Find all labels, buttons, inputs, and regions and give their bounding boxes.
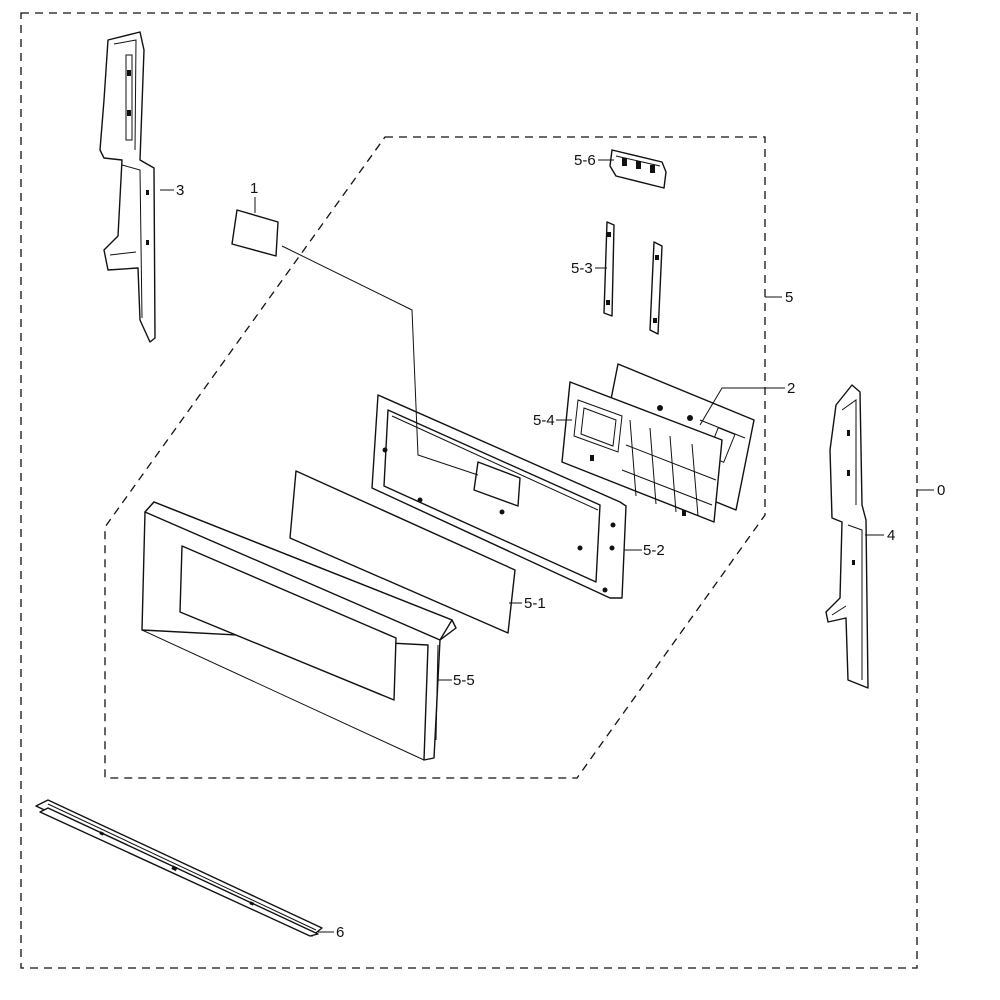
assembly-0-boundary (20, 12, 918, 969)
callout-5-5: 5-5 (453, 672, 475, 689)
callout-3: 3 (176, 182, 184, 199)
part-1-label-installed (473, 461, 521, 507)
part-4-right-bracket (825, 384, 869, 689)
callout-5-2: 5-2 (643, 542, 665, 559)
callout-5-6: 5-6 (574, 152, 596, 169)
callout-6: 6 (336, 924, 344, 941)
part-6-bottom-rail (35, 799, 323, 937)
callout-1: 1 (250, 180, 258, 197)
part-5-6-connector (609, 149, 667, 189)
callout-5-1: 5-1 (524, 595, 546, 612)
part-5-4-holder (561, 381, 723, 523)
callout-5-3: 5-3 (571, 260, 593, 277)
callout-4: 4 (887, 527, 895, 544)
part-1-label (231, 209, 279, 257)
leader-lines (160, 159, 934, 933)
part-5-2-frame (371, 394, 627, 599)
part-5-1-window (289, 470, 516, 634)
callout-5: 5 (785, 289, 793, 306)
callout-0: 0 (937, 482, 945, 499)
part-5-5-control-panel (141, 501, 457, 761)
subassembly-5-boundary (104, 136, 766, 779)
part-5-3-holders (603, 221, 663, 335)
part-3-left-bracket (99, 31, 156, 343)
callout-5-4: 5-4 (533, 412, 555, 429)
callout-2: 2 (787, 380, 795, 397)
